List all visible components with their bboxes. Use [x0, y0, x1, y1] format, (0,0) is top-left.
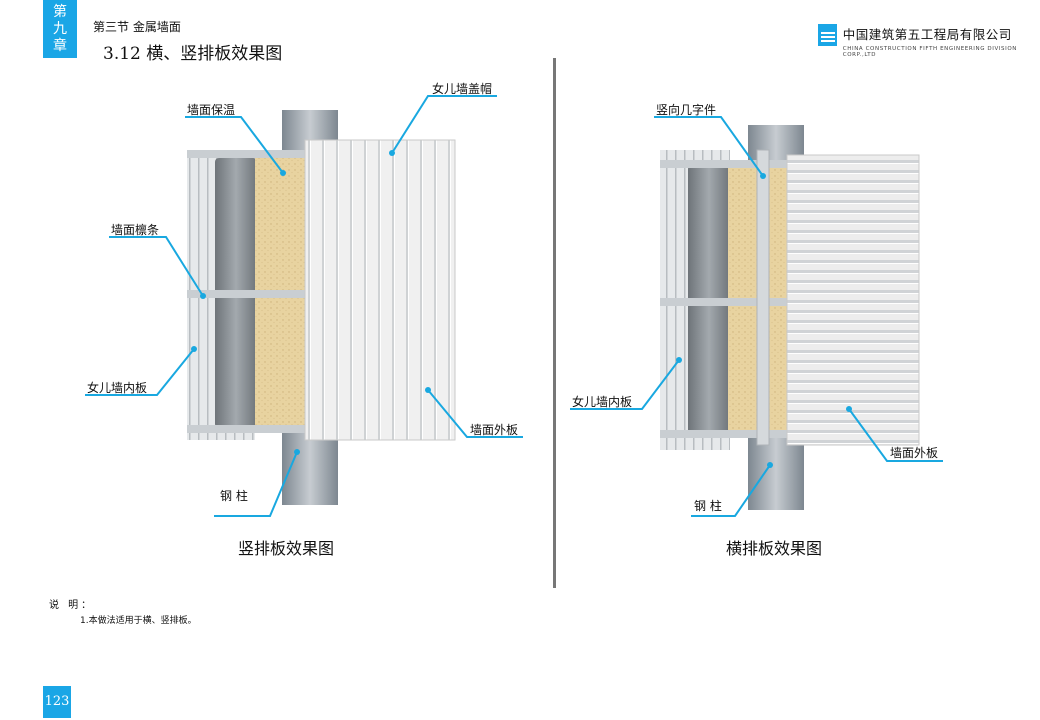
chapter-char-1: 第 — [53, 4, 67, 20]
label-wall-outer-left: 墙面外板 — [470, 423, 518, 437]
page-title: 3.12 横、竖排板效果图 — [103, 44, 283, 64]
purlin-top-right — [660, 160, 790, 168]
label-wall-outer-right: 墙面外板 — [890, 446, 938, 460]
leader-dots-left — [191, 150, 431, 455]
leader-dots-right — [676, 173, 852, 468]
leader-lines-left — [85, 95, 523, 517]
page-number: 123 — [43, 686, 71, 718]
company-logo-icon — [818, 24, 837, 46]
caption-horizontal: 横排板效果图 — [726, 539, 823, 558]
note-item-1: 1.本做法适用于横、竖排板。 — [80, 616, 197, 626]
purlin-bottom-right — [660, 430, 790, 438]
label-vertical-hat: 竖向几字件 — [656, 102, 716, 117]
caption-vertical: 竖排板效果图 — [238, 539, 335, 558]
company-name-en: CHINA CONSTRUCTION FIFTH ENGINEERING DIV… — [842, 46, 1018, 58]
outer-panel-horizontal — [786, 154, 920, 446]
vertical-hat-channel — [756, 149, 770, 446]
company-brand: 中国建筑第五工程局有限公司 CHINA CONSTRUCTION FIFTH E… — [818, 24, 1040, 58]
purlin-bottom-left — [187, 425, 312, 433]
chapter-tab: 第 九 章 — [43, 0, 77, 58]
company-name-cn: 中国建筑第五工程局有限公司 — [842, 27, 1012, 42]
chapter-char-2: 九 — [53, 21, 67, 37]
insulation-left — [255, 150, 310, 428]
figure-divider — [553, 58, 556, 588]
purlin-mid-left — [187, 290, 312, 298]
purlin-top-left — [187, 150, 312, 158]
label-parapet-cap: 女儿墙盖帽 — [432, 81, 492, 96]
label-wall-purlin: 墙面檩条 — [111, 222, 159, 237]
notes-label: 说 明： — [49, 600, 95, 611]
label-parapet-inner-right: 女儿墙内板 — [572, 394, 632, 409]
label-parapet-inner-left: 女儿墙内板 — [87, 380, 147, 395]
label-wall-insulation-left: 墙面保温 — [187, 103, 235, 117]
purlin-mid-right — [660, 298, 790, 306]
leader-lines-right — [570, 116, 943, 517]
label-steel-column-left: 钢 柱 — [220, 488, 248, 503]
chapter-char-3: 章 — [53, 38, 67, 54]
label-steel-column-right: 钢 柱 — [694, 498, 722, 513]
section-label: 第三节 金属墙面 — [93, 20, 181, 34]
